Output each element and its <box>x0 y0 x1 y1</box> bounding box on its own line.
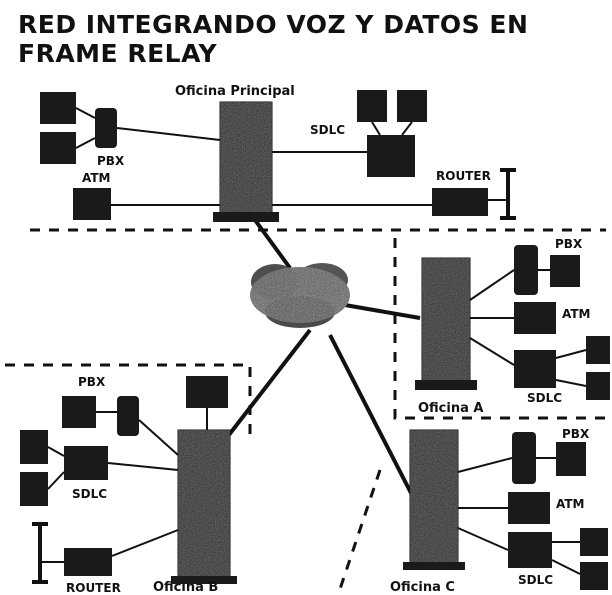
frame-relay-cloud-icon <box>250 263 350 328</box>
oficina-b-wire-sdlc-server <box>107 462 179 471</box>
oficina-b-sdlc-label: SDLC <box>72 487 107 501</box>
oficina-c-sdlc-terminal-1-icon <box>580 528 608 556</box>
link-principal-cloud <box>253 218 292 270</box>
principal-server-base <box>213 212 279 222</box>
oficina-b-server-texture <box>178 430 230 580</box>
oficina-a-sdlc-label: SDLC <box>527 391 562 405</box>
oficina-b-sdlc-terminal-1-icon <box>20 430 48 464</box>
oficina-a-sdlc-icon <box>514 350 556 388</box>
oficina-a-pbx-label: PBX <box>555 237 583 251</box>
oficina-a-atm-icon <box>514 302 556 334</box>
principal-sdlc-label: SDLC <box>310 123 345 137</box>
oficina-c-server-texture <box>410 430 458 566</box>
oficina-a-wire-sdlc-server <box>469 337 515 366</box>
principal-wire-phone-server <box>116 127 221 141</box>
oficina-c-wire-phone-server <box>457 457 513 473</box>
oficina-c-phone-icon <box>512 432 536 484</box>
oficina-c-atm-icon <box>508 492 550 524</box>
principal-phone-icon <box>95 108 117 148</box>
oficina-b-top-terminal-icon <box>186 376 228 408</box>
oficina-b-wire-sdlc-t1 <box>47 446 65 457</box>
oficina-b-boundary <box>5 363 252 440</box>
oficina-a-sdlc-terminal-1-icon <box>586 336 610 364</box>
principal-terminal-1-icon <box>40 92 76 124</box>
principal-sdlc-terminal-1-icon <box>357 90 387 122</box>
oficina-c-sdlc-icon <box>508 532 552 568</box>
principal-wire-st1-sdlc <box>371 121 381 136</box>
principal-wire-t1-phone <box>75 107 96 119</box>
oficina-c-pbx-terminal-icon <box>556 442 586 476</box>
oficina-b-sdlc-terminal-2-icon <box>20 472 48 506</box>
oficina-c-wire-sdlc-server <box>457 527 509 551</box>
oficina-b-phone-icon <box>117 396 139 436</box>
oficina-a-boundary <box>393 238 606 420</box>
oficina-b-wire-router-server <box>111 529 179 557</box>
principal-wire-t2-phone <box>75 137 96 149</box>
principal-pbx-label: PBX <box>97 154 125 168</box>
oficina-c-boundary <box>336 469 382 595</box>
oficina-b-pbx-label: PBX <box>78 375 106 389</box>
oficina-c-label: Oficina C <box>390 580 455 595</box>
oficina-a-phone-icon <box>514 245 538 295</box>
oficina-a-pbx-terminal-icon <box>550 255 580 287</box>
diagram-title: RED INTEGRANDO VOZ Y DATOS EN FRAME RELA… <box>18 10 529 68</box>
principal-sdlc-icon <box>367 135 415 177</box>
oficina-a-wire-phone-server <box>469 269 515 301</box>
oficina-a-label: Oficina A <box>418 401 483 416</box>
oficina-a-wire-sdlc-t1 <box>555 349 587 359</box>
oficina-c-pbx-label: PBX <box>562 427 590 441</box>
link-cloud-oficina-b <box>223 328 312 442</box>
oficina-a-server-base <box>415 380 477 390</box>
principal-label: Oficina Principal <box>175 84 295 99</box>
oficina-c-server-base <box>403 562 465 570</box>
oficina-c-atm-label: ATM <box>556 497 584 511</box>
link-cloud-oficina-c <box>328 334 414 496</box>
oficina-a-server-texture <box>422 258 470 384</box>
principal-router-label: ROUTER <box>436 169 491 183</box>
principal-server-texture <box>220 102 272 220</box>
oficina-b-router-label: ROUTER <box>66 581 121 595</box>
oficina-b-wire-sdlc-t2 <box>47 471 65 490</box>
oficina-a-atm-label: ATM <box>562 307 590 321</box>
oficina-c-wire-sdlc-t2 <box>551 559 581 575</box>
oficina-b-pbx-terminal-icon <box>62 396 96 428</box>
oficina-b-server-base <box>171 576 237 584</box>
principal-router-icon <box>432 188 488 216</box>
link-cloud-oficina-a <box>344 303 421 320</box>
principal-wire-st2-sdlc <box>401 121 413 136</box>
principal-atm-label: ATM <box>82 171 110 185</box>
principal-terminal-2-icon <box>40 132 76 164</box>
oficina-b-label: Oficina B <box>153 580 218 595</box>
principal-atm-icon <box>73 188 111 220</box>
oficina-a-wire-sdlc-t2 <box>555 379 587 387</box>
oficina-c-sdlc-terminal-2-icon <box>580 562 608 590</box>
principal-sdlc-terminal-2-icon <box>397 90 427 122</box>
oficina-a-sdlc-terminal-2-icon <box>586 372 610 400</box>
oficina-b-wire-phone-server <box>138 419 179 456</box>
oficina-b-router-icon <box>64 548 112 576</box>
oficina-b-sdlc-icon <box>64 446 108 480</box>
oficina-c-sdlc-label: SDLC <box>518 573 553 587</box>
